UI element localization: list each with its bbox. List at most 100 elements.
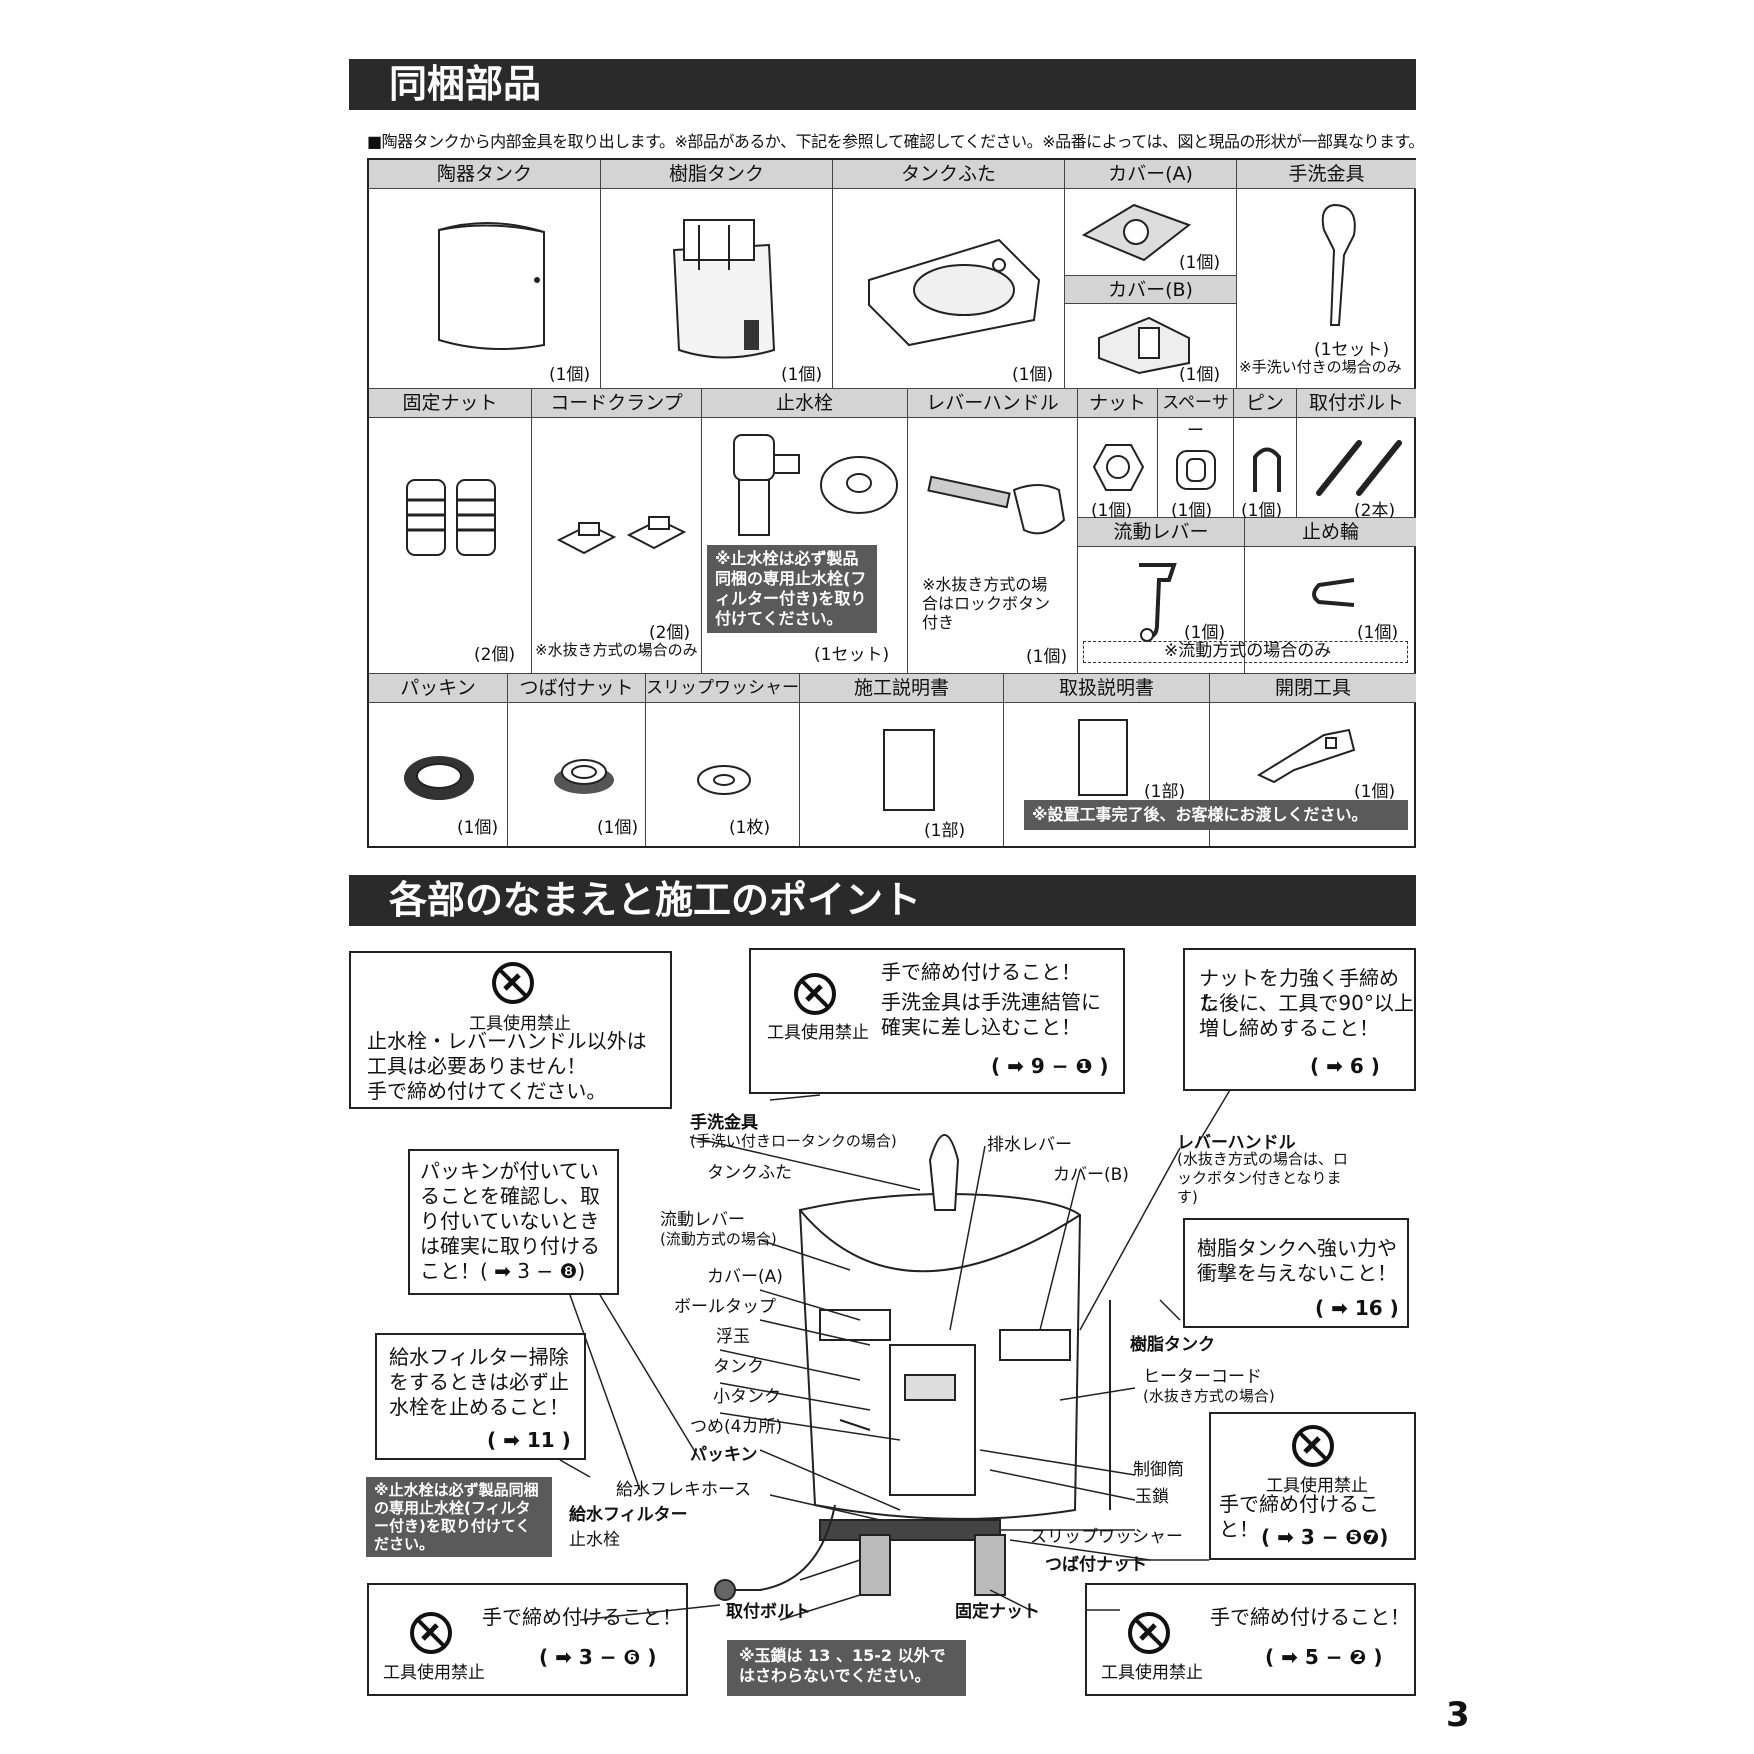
qty-resin-tank: (1個) <box>781 365 823 385</box>
box7-text: 手で締め付けること！ <box>1219 1492 1379 1541</box>
filter-clean-box: 給水フィルター掃除 をするときは必ず止 水栓を止めること！ ( ➡ 11 ) <box>375 1333 586 1460</box>
chain-warning: ※玉鎖は 13 、15-2 以外ではさわらないでください。 <box>727 1640 966 1696</box>
qty-packing: (1個) <box>457 818 499 838</box>
qty-bolt: (2本) <box>1354 501 1396 521</box>
parts-intro: ■陶器タンクから内部金具を取り出します。※部品があるか、下記を参照して確認してく… <box>367 132 1424 151</box>
label-ball-chain: 玉鎖 <box>1135 1487 1169 1507</box>
no-tool-icon <box>410 1612 452 1654</box>
box2-ref: ( ➡ 9 − ❶ ) <box>991 1054 1109 1078</box>
box4-line5: こと！( ➡ 3 − ❽) <box>420 1259 586 1283</box>
th-bolt: 取付ボルト <box>1297 389 1416 418</box>
qty-user-manual: (1部) <box>1144 782 1186 802</box>
label-cover-a: カバー(A) <box>707 1267 783 1287</box>
box3-line2: た後に、工具で90°以上 <box>1199 991 1414 1015</box>
hand-wash-fitting-icon <box>1321 203 1356 326</box>
box4-line2: ることを確認し、取 <box>420 1184 600 1208</box>
flow-lever-icon <box>1139 563 1177 642</box>
cover-a-icon <box>1081 203 1192 262</box>
stop-valve-note: ※止水栓は必ず製品同梱の専用止水栓(フィルター付き)を取り付けてください。 <box>707 545 877 633</box>
box5-line1: 樹脂タンクへ強い力や <box>1197 1236 1397 1260</box>
box6-line1: 給水フィルター掃除 <box>389 1345 569 1369</box>
box1-line1: 止水栓・レバーハンドル以外は <box>367 1029 647 1053</box>
th-lever-handle: レバーハンドル <box>908 389 1078 418</box>
flow-method-note <box>1083 641 1408 663</box>
th-spacer: スペーサー <box>1158 389 1234 441</box>
box4-line1: パッキンが付いてい <box>420 1159 599 1183</box>
th-stop-valve: 止水栓 <box>702 389 908 418</box>
qty-fixing-nut: (2個) <box>474 645 516 665</box>
th-install-manual: 施工説明書 <box>800 674 1004 703</box>
qty-install-manual: (1部) <box>924 821 966 841</box>
qty-ceramic-tank: (1個) <box>549 365 591 385</box>
label-lever-handle-sub: (水抜き方式の場合は、ロックボタン付きとなります) <box>1177 1150 1348 1206</box>
lever-handle-icon <box>927 475 1066 535</box>
ceramic-tank-icon <box>438 221 545 350</box>
stop-ring-icon <box>1312 578 1355 607</box>
label-flow-lever-sub: (流動方式の場合) <box>660 1230 777 1248</box>
box3-line1: ナットを力強く手締めし <box>1199 966 1399 1015</box>
lever-handle-note: ※水抜き方式の場合はロックボタン付き <box>922 575 1051 632</box>
packing-icon <box>404 756 474 800</box>
no-tool-label: 工具使用禁止 <box>1101 1663 1203 1683</box>
box3-line3: 増し締めすること！ <box>1199 1016 1379 1040</box>
no-tool-icon <box>1128 1612 1170 1654</box>
slip-washer-icon <box>697 765 751 795</box>
th-cover-a: カバー(A) <box>1065 160 1237 189</box>
label-flex-hose: 給水フレキホース <box>616 1480 752 1500</box>
tank-lid-icon <box>868 238 1041 347</box>
no-tool-icon <box>1292 1425 1334 1467</box>
no-tool-box-7: 工具使用禁止 手で締め付けること！ ( ➡ 3 − ❺❼) <box>1209 1412 1416 1560</box>
no-tool-label: 工具使用禁止 <box>383 1663 485 1683</box>
box7-ref: ( ➡ 3 − ❺❼) <box>1261 1525 1389 1549</box>
pin-icon <box>1253 447 1281 492</box>
qty-hand-wash: (1セット) <box>1314 340 1390 360</box>
cord-clamp-note: ※水抜き方式の場合のみ <box>535 641 698 659</box>
mounting-bolt-icon <box>1316 440 1402 496</box>
box8-text: 手で締め付けること！ <box>482 1605 682 1629</box>
box2-line2: 手洗金具は手洗連結管に <box>881 990 1101 1014</box>
flange-nut-icon <box>554 759 614 794</box>
th-cover-b: カバー(B) <box>1065 275 1237 304</box>
packing-check-box: パッキンが付いてい ることを確認し、取 り付いていないとき は確実に取り付ける … <box>408 1149 619 1295</box>
label-drain-lever: 排水レバー <box>987 1135 1072 1155</box>
th-pin: ピン <box>1234 389 1297 418</box>
qty-spacer: (1個) <box>1171 501 1213 521</box>
label-stop-valve: 止水栓 <box>569 1530 620 1550</box>
handover-note: ※設置工事完了後、お客様にお渡しください。 <box>1024 800 1408 830</box>
qty-lever-handle: (1個) <box>1026 647 1068 667</box>
box2-line3: 確実に差し込むこと！ <box>881 1015 1081 1039</box>
section-title-names: 各部のなまえと施工のポイント <box>349 875 1416 926</box>
label-heater-cord: ヒーターコード <box>1143 1367 1262 1387</box>
th-flow-lever: 流動レバー <box>1078 518 1245 547</box>
box6-line3: 水栓を止めること！ <box>389 1395 569 1419</box>
install-manual-icon <box>883 729 935 811</box>
open-tool-icon <box>1256 728 1356 784</box>
qty-tank-lid: (1個) <box>1012 365 1054 385</box>
label-resin-tank: 樹脂タンク <box>1130 1335 1215 1355</box>
th-fixing-nut: 固定ナット <box>369 389 532 418</box>
label-tank: タンク <box>713 1357 764 1377</box>
th-packing: パッキン <box>369 674 508 703</box>
label-control-tube: 制御筒 <box>1133 1460 1184 1480</box>
th-user-manual: 取扱説明書 <box>1004 674 1210 703</box>
cover-b-icon <box>1098 316 1190 375</box>
qty-open-tool: (1個) <box>1354 782 1396 802</box>
th-cord-clamp: コードクランプ <box>532 389 702 418</box>
no-tool-label: 工具使用禁止 <box>767 1023 869 1043</box>
resin-tank-icon <box>672 219 776 359</box>
label-hand-wash-sub: (手洗い付きロータンクの場合) <box>690 1132 897 1150</box>
label-flange-nut: つば付ナット <box>1045 1555 1147 1575</box>
th-hand-wash: 手洗金具 <box>1237 160 1416 189</box>
section-title-parts: 同梱部品 <box>349 59 1416 110</box>
qty-stop-ring: (1個) <box>1357 623 1399 643</box>
box4-line4: は確実に取り付ける <box>420 1234 600 1258</box>
stop-valve-warning: ※止水栓は必ず製品同梱の専用止水栓(フィルター付き)を取り付けてください。 <box>366 1477 552 1557</box>
th-ceramic-tank: 陶器タンク <box>369 160 601 189</box>
label-mounting-bolt: 取付ボルト <box>726 1602 811 1622</box>
fixing-nut-icon <box>406 479 496 556</box>
box4-line3: り付いていないとき <box>420 1209 600 1233</box>
resin-tank-warning-box: 樹脂タンクへ強い力や 衝撃を与えないこと！ ( ➡ 16 ) <box>1183 1218 1409 1328</box>
no-tool-icon <box>794 973 836 1015</box>
parts-table: 陶器タンク 樹脂タンク タンクふた カバー(A) 手洗金具 カバー(B) (1個… <box>367 158 1416 848</box>
